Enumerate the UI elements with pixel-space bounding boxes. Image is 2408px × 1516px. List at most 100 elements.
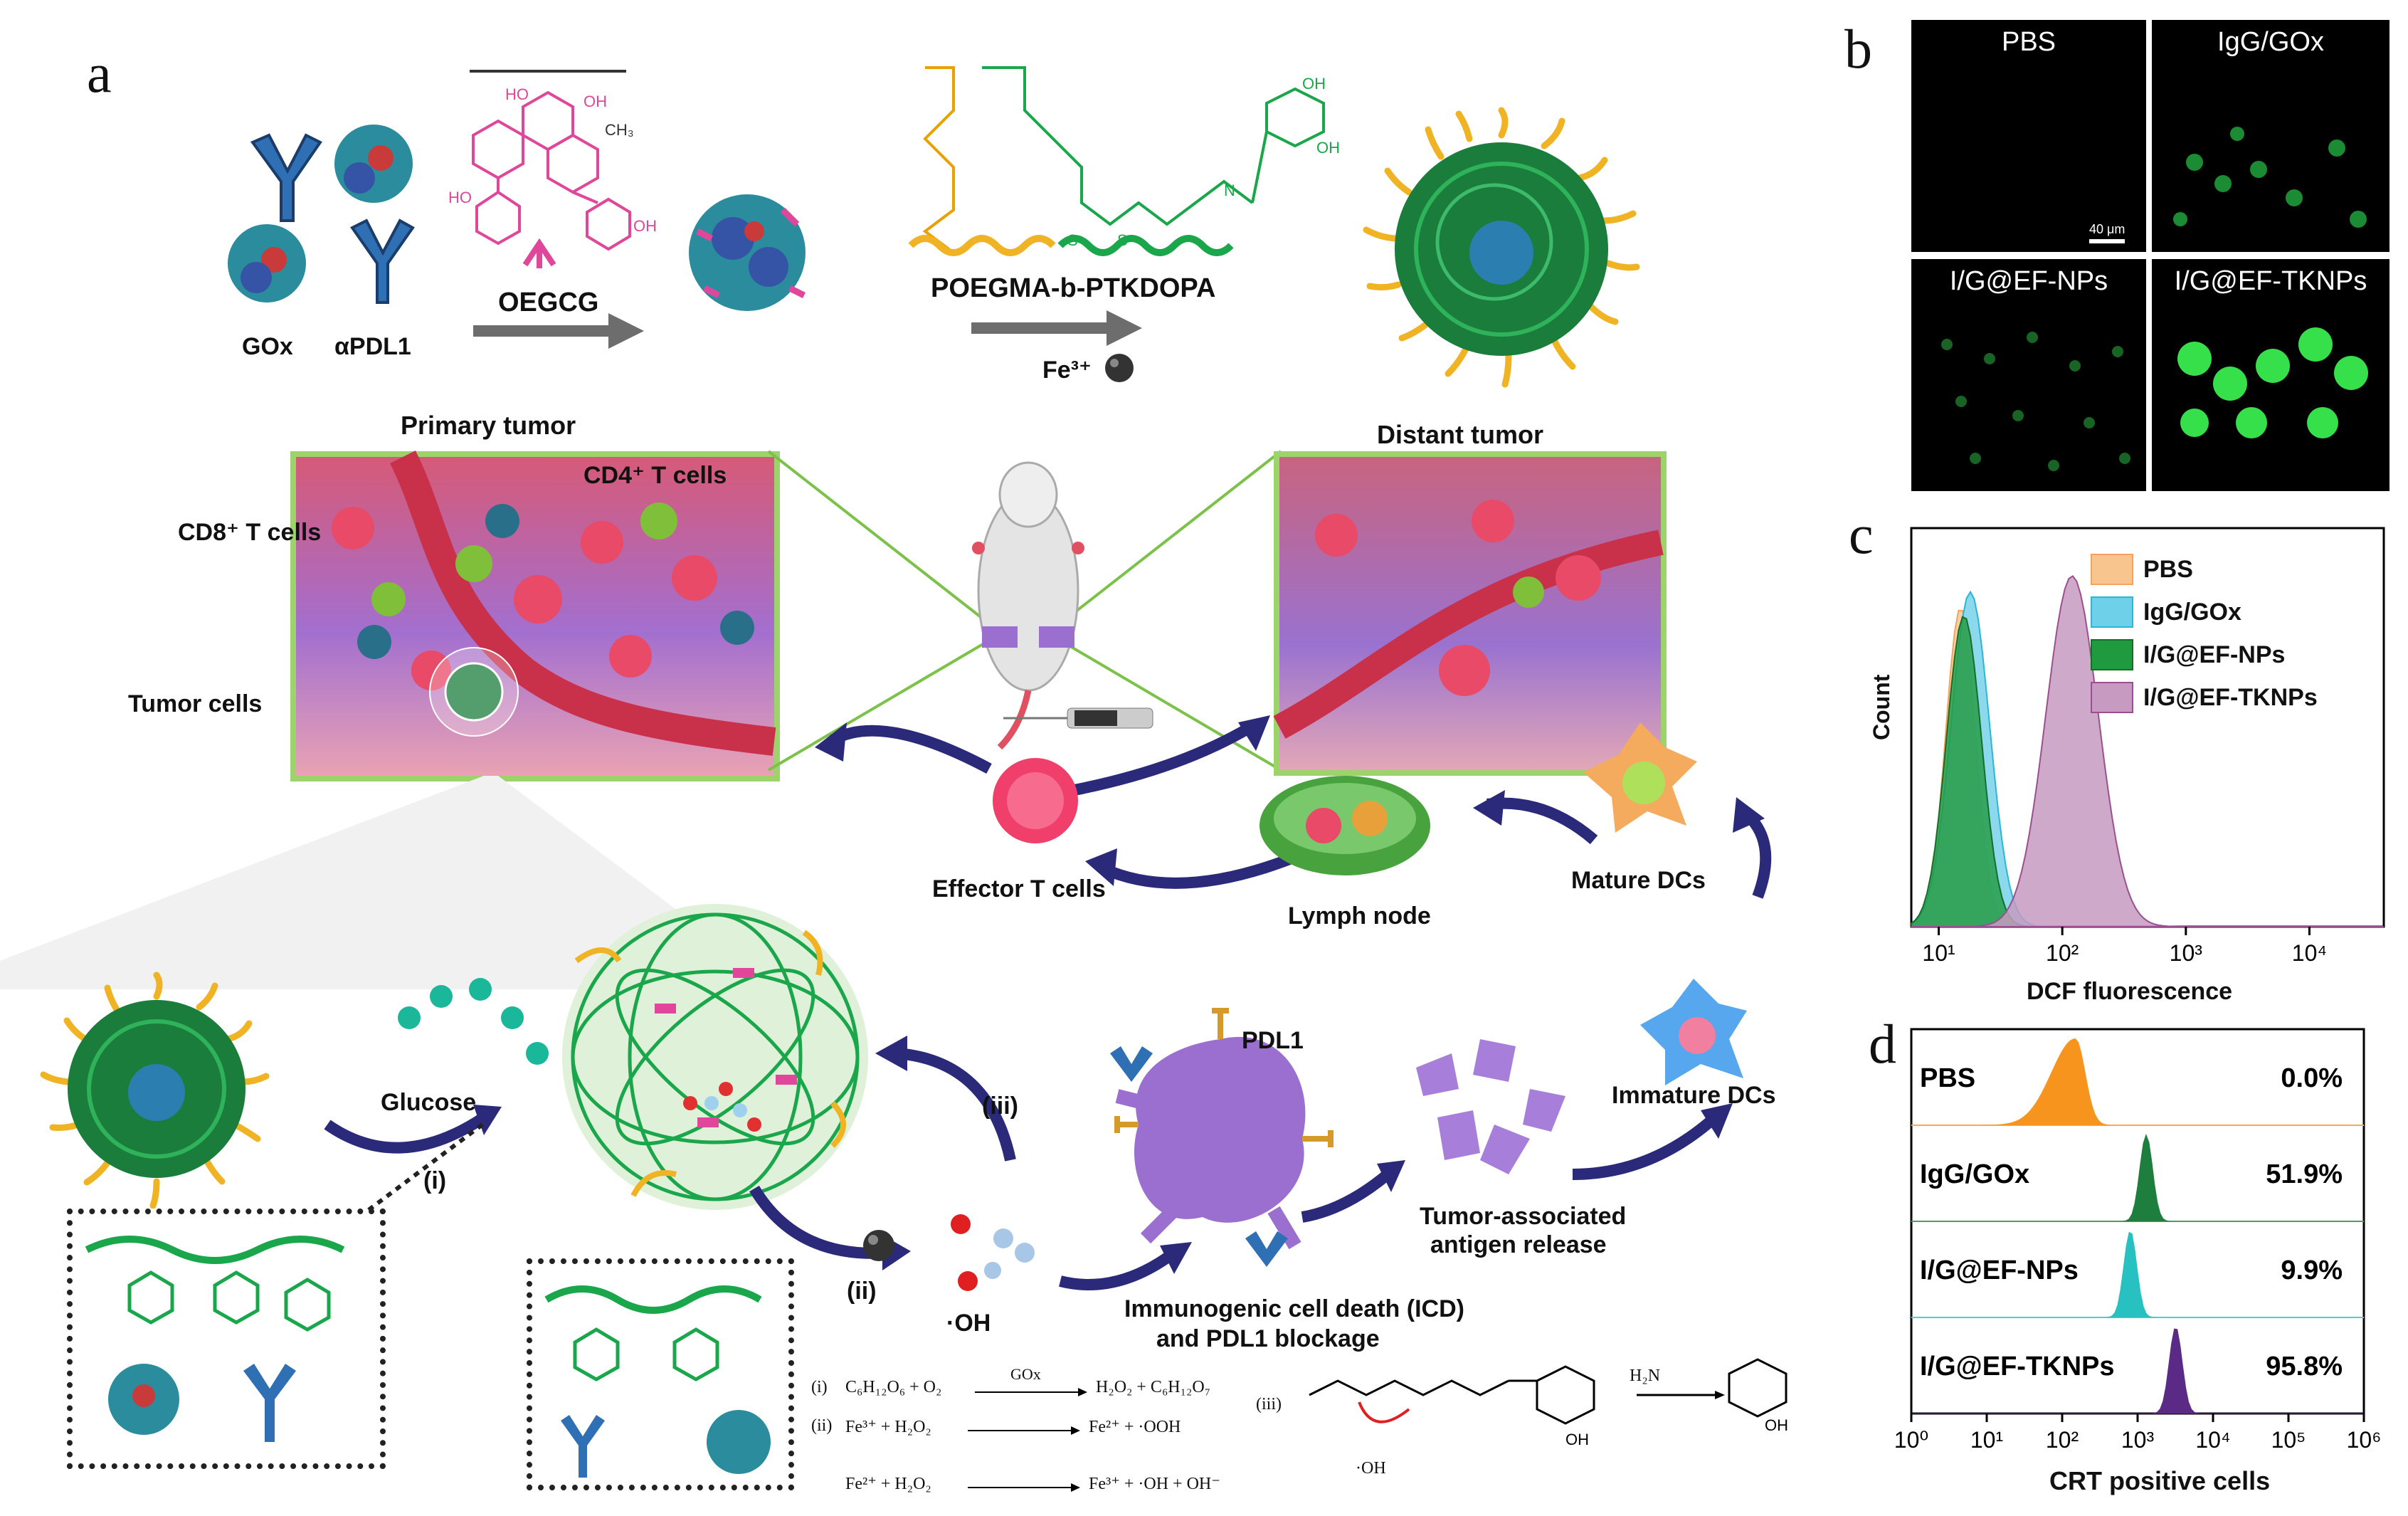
reaction-arrow: [975, 1388, 1087, 1396]
tumor-microenvironment-illustration: [1273, 500, 1664, 739]
legend-item: I/G@EF-NPs: [2091, 639, 2318, 670]
micrograph-igg-gox: IgG/GOx: [2152, 20, 2389, 252]
legend-swatch: [2091, 596, 2133, 628]
effector-t-cell-icon: [993, 758, 1078, 843]
fluorescence-spots: [2173, 127, 2367, 228]
legend-swatch: [2091, 554, 2133, 585]
reaction-arrow: [968, 1483, 1080, 1492]
immune-cycle-arrows: [815, 715, 1772, 899]
label-step-iii: (iii): [982, 1093, 1018, 1120]
chart-d-xlabel: CRT positive cells: [2049, 1466, 2271, 1495]
eq1-right: H₂O₂ + C₆H₁₂O₇: [1096, 1378, 1211, 1396]
series-label: I/G@EF-TKNPs: [1920, 1352, 2115, 1381]
protein-cluster-illustration: [228, 125, 415, 304]
label-primary-tumor: Primary tumor: [401, 411, 576, 440]
micrograph-ig-ef-nps: I/G@EF-NPs: [1911, 259, 2146, 491]
series-label: I/G@EF-NPs: [1920, 1256, 2079, 1285]
tumor-microenvironment-illustration: [332, 451, 776, 756]
series-label: PBS: [1920, 1063, 1975, 1093]
legend-swatch: [2091, 639, 2133, 670]
eq4-product: H₂N: [1630, 1367, 1661, 1385]
reaction-arrow: [968, 1426, 1080, 1435]
percent-label: 9.9%: [2281, 1256, 2343, 1285]
series-label: IgG/GOx: [1920, 1159, 2029, 1189]
legend-swatch: [2091, 682, 2133, 713]
tumor-fragments: [1416, 1039, 1565, 1174]
histogram-series: [1911, 1038, 2364, 1126]
thioketal-cleavage-structure: OH OH: [1309, 1358, 1788, 1448]
svg-text:HO: HO: [505, 85, 529, 103]
eq1-num: (i): [811, 1378, 828, 1396]
legend-item: PBS: [2091, 554, 2318, 585]
svg-text:N: N: [1224, 181, 1235, 199]
label-taa-line1: Tumor-associated: [1420, 1203, 1627, 1230]
micrograph-label: I/G@EF-NPs: [1949, 266, 2108, 296]
label-icd-line2: and PDL1 blockage: [1156, 1325, 1380, 1352]
antibody-icon: [250, 133, 322, 222]
fe-ion-icon: [1105, 354, 1134, 382]
micrograph-label: I/G@EF-TKNPs: [2174, 266, 2367, 296]
inset-zoom-lines-left: [367, 1122, 484, 1212]
label-distant-tumor: Distant tumor: [1377, 420, 1543, 449]
fluorescence-spots: [2177, 327, 2368, 438]
oegcg-structure: OH HO HO OH CH₃: [448, 70, 657, 251]
label-cd4: CD4⁺ T cells: [583, 462, 727, 489]
label-oegcg: OEGCG: [498, 288, 599, 317]
svg-text:OH: OH: [1765, 1416, 1788, 1434]
antibody-icon: [350, 219, 415, 304]
eq3-left: Fe²⁺ + H₂O₂: [845, 1475, 931, 1493]
svg-text:CH₃: CH₃: [605, 121, 634, 139]
distant-tumor-image: [1273, 451, 1667, 776]
tumor-cell-with-pdl1: [1110, 1008, 1334, 1267]
eq1-left: C₆H₁₂O₆ + O₂: [845, 1378, 942, 1396]
chart-c-legend: PBS IgG/GOx I/G@EF-NPs I/G@EF-TKNPs: [2091, 554, 2318, 713]
histogram-series: [1911, 1133, 2364, 1222]
fluorescence-spots: [1941, 332, 2130, 471]
legend-label: PBS: [2143, 555, 2193, 583]
micrograph-label: PBS: [2001, 27, 2056, 57]
eq4-num: (iii): [1256, 1395, 1282, 1414]
immature-dc-icon: [1640, 979, 1747, 1085]
label-oh: ·OH: [946, 1310, 991, 1337]
label-pdl1: PDL1: [1242, 1027, 1304, 1054]
svg-text:OH: OH: [1565, 1431, 1589, 1448]
arrow-to-immature: [1572, 1103, 1733, 1180]
svg-text:OH: OH: [1316, 139, 1340, 157]
legend-label: I/G@EF-TKNPs: [2143, 683, 2318, 711]
eq4-oh: ·OH: [1356, 1459, 1386, 1478]
syringe-icon: [1003, 707, 1153, 729]
degrading-nanoparticle: [562, 904, 868, 1210]
label-lymph: Lymph node: [1288, 902, 1431, 930]
fe-ion-icon: [863, 1230, 894, 1261]
svg-text:OH: OH: [633, 217, 657, 235]
scale-bar-label: 40 μm: [2089, 222, 2126, 236]
label-taa-line2: antigen release: [1430, 1231, 1607, 1258]
micrograph-label: IgG/GOx: [2217, 27, 2324, 57]
mouse-icon: [972, 461, 1084, 750]
zoom-cone: [0, 776, 783, 989]
label-polymer: POEGMA-b-PTKDOPA: [931, 273, 1216, 303]
arrow-to-taa: [1301, 1160, 1405, 1223]
label-tumor-cells: Tumor cells: [128, 690, 263, 717]
zoom-lines: [767, 450, 1282, 772]
legend-item: I/G@EF-TKNPs: [2091, 682, 2318, 713]
histogram-series: [1911, 1231, 2364, 1318]
svg-text:HO: HO: [448, 189, 472, 206]
inset-nanoparticle-structure: [67, 1209, 386, 1469]
label-cd8: CD8⁺ T cells: [178, 519, 322, 546]
label-fe: Fe³⁺: [1042, 357, 1092, 384]
gox-protein-icon: [228, 224, 306, 302]
panel-label-b: b: [1844, 18, 1872, 80]
eq2-left: Fe³⁺ + H₂O₂: [845, 1418, 931, 1436]
nanoparticle-illustration: [40, 972, 270, 1209]
x-tick-label: 10³: [2121, 1427, 2155, 1453]
label-glucose: Glucose: [381, 1089, 477, 1116]
catechol-structure: [85, 1236, 345, 1442]
label-immature: Immature DCs: [1612, 1082, 1776, 1109]
scale-bar: [2089, 239, 2125, 243]
protein-complex-illustration: [689, 194, 806, 311]
svg-text:OH: OH: [583, 93, 607, 110]
arrow-i: [324, 1105, 502, 1154]
eq3-right: Fe³⁺ + ·OH + OH⁻: [1089, 1475, 1220, 1493]
x-tick-label: 10¹: [1970, 1427, 2003, 1453]
